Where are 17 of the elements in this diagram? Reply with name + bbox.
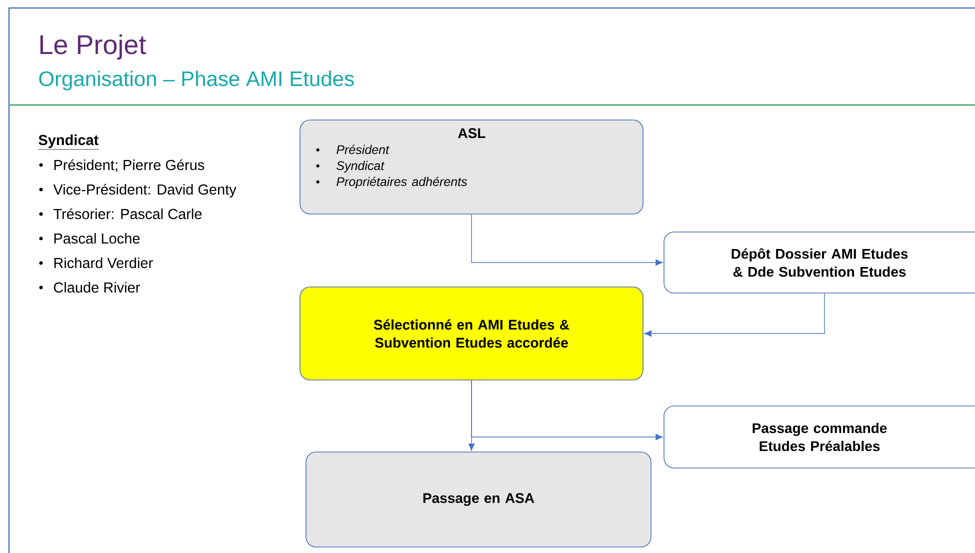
arrow — [644, 293, 825, 337]
title: Le Projet — [40, 34, 146, 60]
subtitle: Organisation – Phase AMI Etudes — [39, 70, 354, 90]
list-item: Trésorier: Pascal Carle — [39, 208, 202, 220]
list-item: Claude Rivier — [39, 282, 140, 293]
list-item: Richard Verdier — [39, 257, 153, 268]
list-item: Pascal Loche — [39, 232, 140, 244]
list-item: Président; Pierre Gérus — [39, 159, 204, 172]
list-heading: Syndicat — [38, 134, 99, 150]
arrow — [471, 380, 663, 440]
process-box: Passage commande Etudes Préalables — [664, 406, 975, 468]
arrow — [471, 214, 663, 266]
group-box: ASL Président Syndicat Propriétaires adhérents — [300, 120, 644, 214]
list-item: Vice-Président: David Genty — [39, 184, 236, 198]
process-box: Passage en ASA — [306, 452, 652, 548]
process-box: Sélectionné en AMI Etudes & Subvention Etudes accordée — [300, 286, 644, 380]
process-box: Dépôt Dossier AMI Etudes & Dde Subvention Etudes — [664, 232, 975, 294]
